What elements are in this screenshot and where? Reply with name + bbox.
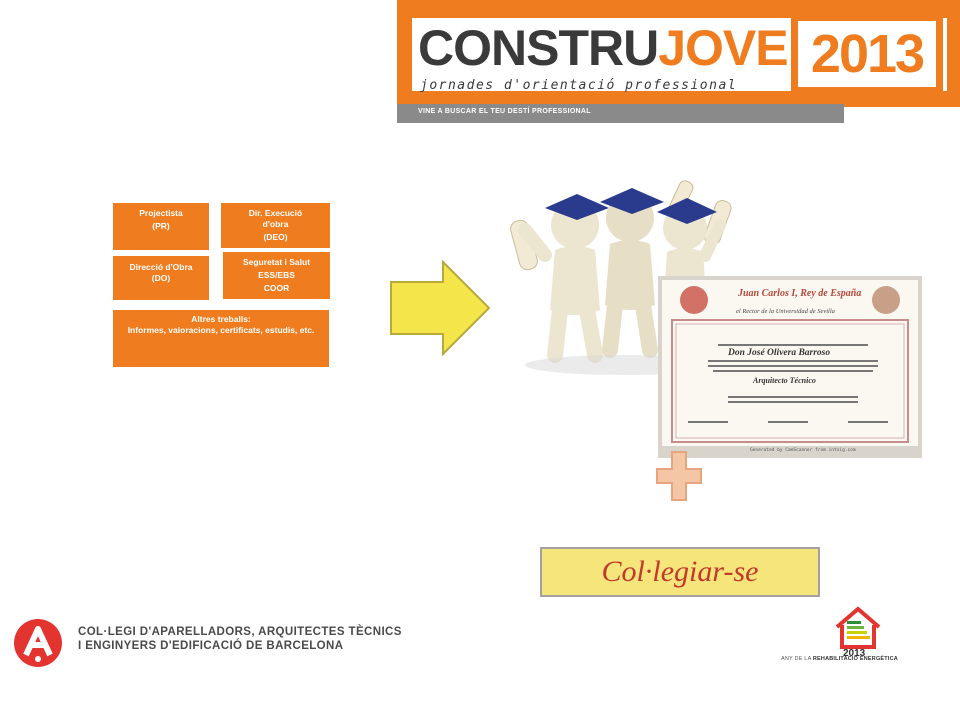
diploma-degree: Arquitecto Técnico — [753, 376, 816, 385]
diploma-subheading: el Rector de la Universidad de Sevilla — [736, 308, 835, 315]
role-box-projectista: Projectista (PR) — [113, 203, 209, 250]
graduates-illustration — [510, 180, 732, 375]
slogan-text: VINE A BUSCAR EL TEU DESTÍ PROFESSIONAL — [418, 108, 591, 115]
college-a-logo-icon — [14, 619, 62, 667]
role-box-dir-execucio: Dir. Execució d'obra (DEO) — [221, 203, 330, 248]
construjove-logo-title: CONSTRUJOVE — [418, 20, 789, 76]
role-line3: COOR — [263, 283, 290, 293]
role-title: Dir. Execució d'obra — [248, 208, 303, 229]
role-box-direccio-obra: Direcció d'Obra (DO) — [113, 256, 209, 300]
rehab-prefix: ANY DE LA — [781, 656, 813, 662]
slogan-bar — [397, 104, 844, 123]
header-subtitle: jornades d'orientació professional — [420, 78, 738, 93]
collegiar-se-text: Col·legiar-se — [601, 555, 759, 588]
role-box-seguretat: Seguretat i Salut ESS/EBS COOR — [223, 252, 330, 299]
right-arrow-icon — [390, 260, 491, 356]
year-text: 2013 — [810, 24, 925, 84]
role-title: Direcció d'Obra — [129, 262, 193, 272]
role-box-altres: Altres treballs: Informes, valoracions, … — [113, 310, 329, 367]
title-part2: JOVE — [658, 20, 788, 76]
rehab-caption: ANY DE LA REHABILITACIÓ ENERGÈTICA — [781, 656, 898, 662]
role-code: (DEO) — [263, 232, 288, 242]
diploma-footer: Generated by CamScanner from intsig.com — [750, 448, 856, 453]
year-badge-inner — [798, 21, 936, 87]
org-name-line2: I ENGINYERS D'EDIFICACIÓ DE BARCELONA — [78, 640, 344, 652]
org-name-line1: COL·LEGI D'APARELLADORS, ARQUITECTES TÈC… — [78, 626, 402, 638]
role-title: Seguretat i Salut — [242, 257, 311, 267]
role-title: Projectista — [139, 208, 183, 218]
collegiar-se-box: Col·legiar-se — [540, 547, 820, 597]
energy-house-icon — [835, 606, 881, 649]
diploma-image: Juan Carlos I, Rey de España el Rector d… — [658, 276, 922, 458]
role-line2: ESS/EBS — [258, 270, 295, 280]
role-code: (PR) — [152, 221, 170, 231]
role-title: Altres treballs: — [191, 314, 251, 324]
diploma-heading: Juan Carlos I, Rey de España — [738, 288, 862, 299]
diploma-name: Don José Olivera Barroso — [728, 348, 831, 358]
role-desc: Informes, valoracions, certificats, estu… — [127, 325, 315, 335]
rehab-year: 2013 — [843, 648, 866, 659]
title-part1: CONSTRU — [418, 20, 659, 76]
diploma-drawing — [662, 280, 918, 446]
rehab-label: REHABILITACIÓ ENERGÈTICA — [812, 656, 898, 662]
plus-icon — [656, 451, 702, 501]
role-code: (DO) — [151, 273, 171, 283]
